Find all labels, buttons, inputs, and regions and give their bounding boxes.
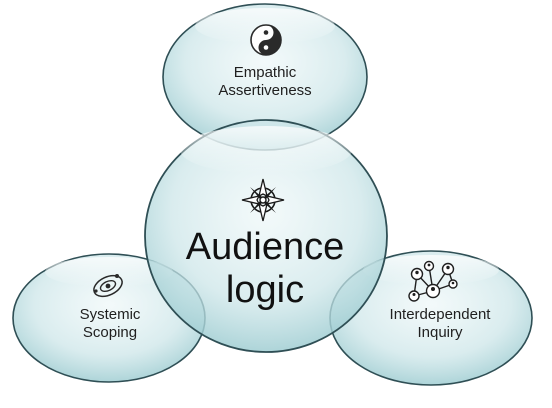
compass-rose-icon (241, 178, 285, 222)
systemic-scoping-line1: Systemic (79, 306, 141, 323)
audience-logic-line1: Audience (185, 226, 345, 268)
people-network-icon (408, 260, 458, 302)
orbit-system-icon (93, 274, 123, 298)
interdependent-inquiry-label: Interdependent Inquiry (355, 306, 525, 342)
audience-logic-label: Audience logic (160, 226, 370, 311)
empathic-assertiveness-line1: Empathic (233, 64, 297, 81)
bubble-audience-logic (144, 119, 388, 353)
systemic-scoping-line2: Scoping (82, 324, 138, 341)
empathic-assertiveness-line2: Assertiveness (218, 82, 312, 99)
empathic-assertiveness-label: Empathic Assertiveness (190, 64, 340, 100)
yin-yang-icon (250, 24, 282, 56)
interdependent-inquiry-line2: Inquiry (417, 324, 463, 341)
audience-logic-line2: logic (225, 268, 305, 311)
interdependent-inquiry-line1: Interdependent (389, 306, 491, 323)
systemic-scoping-label: Systemic Scoping (55, 306, 165, 342)
